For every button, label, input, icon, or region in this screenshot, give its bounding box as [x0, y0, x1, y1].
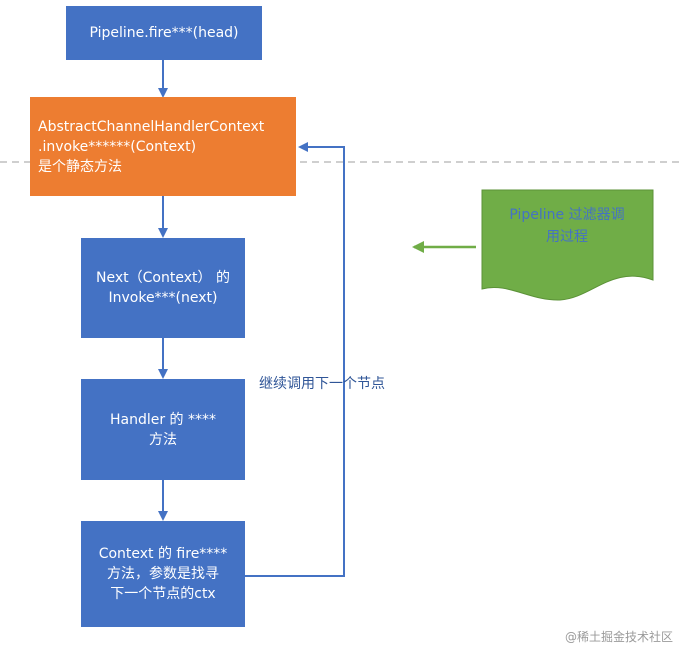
node-abstract-context: AbstractChannelHandlerContext .invoke***…: [30, 97, 296, 196]
node-handler-line1: Handler 的 ****: [109, 411, 217, 428]
node-abstract-context-line2: .invoke******(Context): [38, 138, 197, 155]
node-abstract-context-line1: AbstractChannelHandlerContext: [38, 118, 265, 135]
node-context-fire-line3: 下一个节点的ctx: [110, 586, 216, 602]
watermark: @稀土掘金技术社区: [564, 630, 673, 644]
node-next-context-line2: Invoke***(next): [108, 290, 218, 306]
loop-label: 继续调用下一个节点: [259, 376, 385, 392]
node-handler: Handler 的 **** 方法: [81, 379, 245, 480]
node-next-context: Next（Context） 的 Invoke***(next): [81, 238, 245, 338]
node-handler-line2: 方法: [149, 431, 177, 448]
node-abstract-context-line3: 是个静态方法: [38, 158, 122, 175]
node-context-fire-line2: 方法，参数是找寻: [107, 566, 219, 582]
loop-back-arrow: [244, 142, 345, 577]
callout-line1: Pipeline 过滤器调: [509, 207, 625, 223]
callout-line2: 用过程: [546, 229, 588, 245]
node-fire-head-text: Pipeline.fire***(head): [89, 25, 239, 41]
node-fire-head: Pipeline.fire***(head): [66, 6, 262, 60]
callout-document-fill: [481, 189, 654, 301]
node-context-fire: Context 的 fire**** 方法，参数是找寻 下一个节点的ctx: [81, 521, 245, 627]
node-next-context-line1: Next（Context） 的: [96, 270, 230, 286]
callout-text: Pipeline 过滤器调 用过程: [482, 204, 652, 248]
node-context-fire-line1: Context 的 fire****: [98, 546, 228, 562]
